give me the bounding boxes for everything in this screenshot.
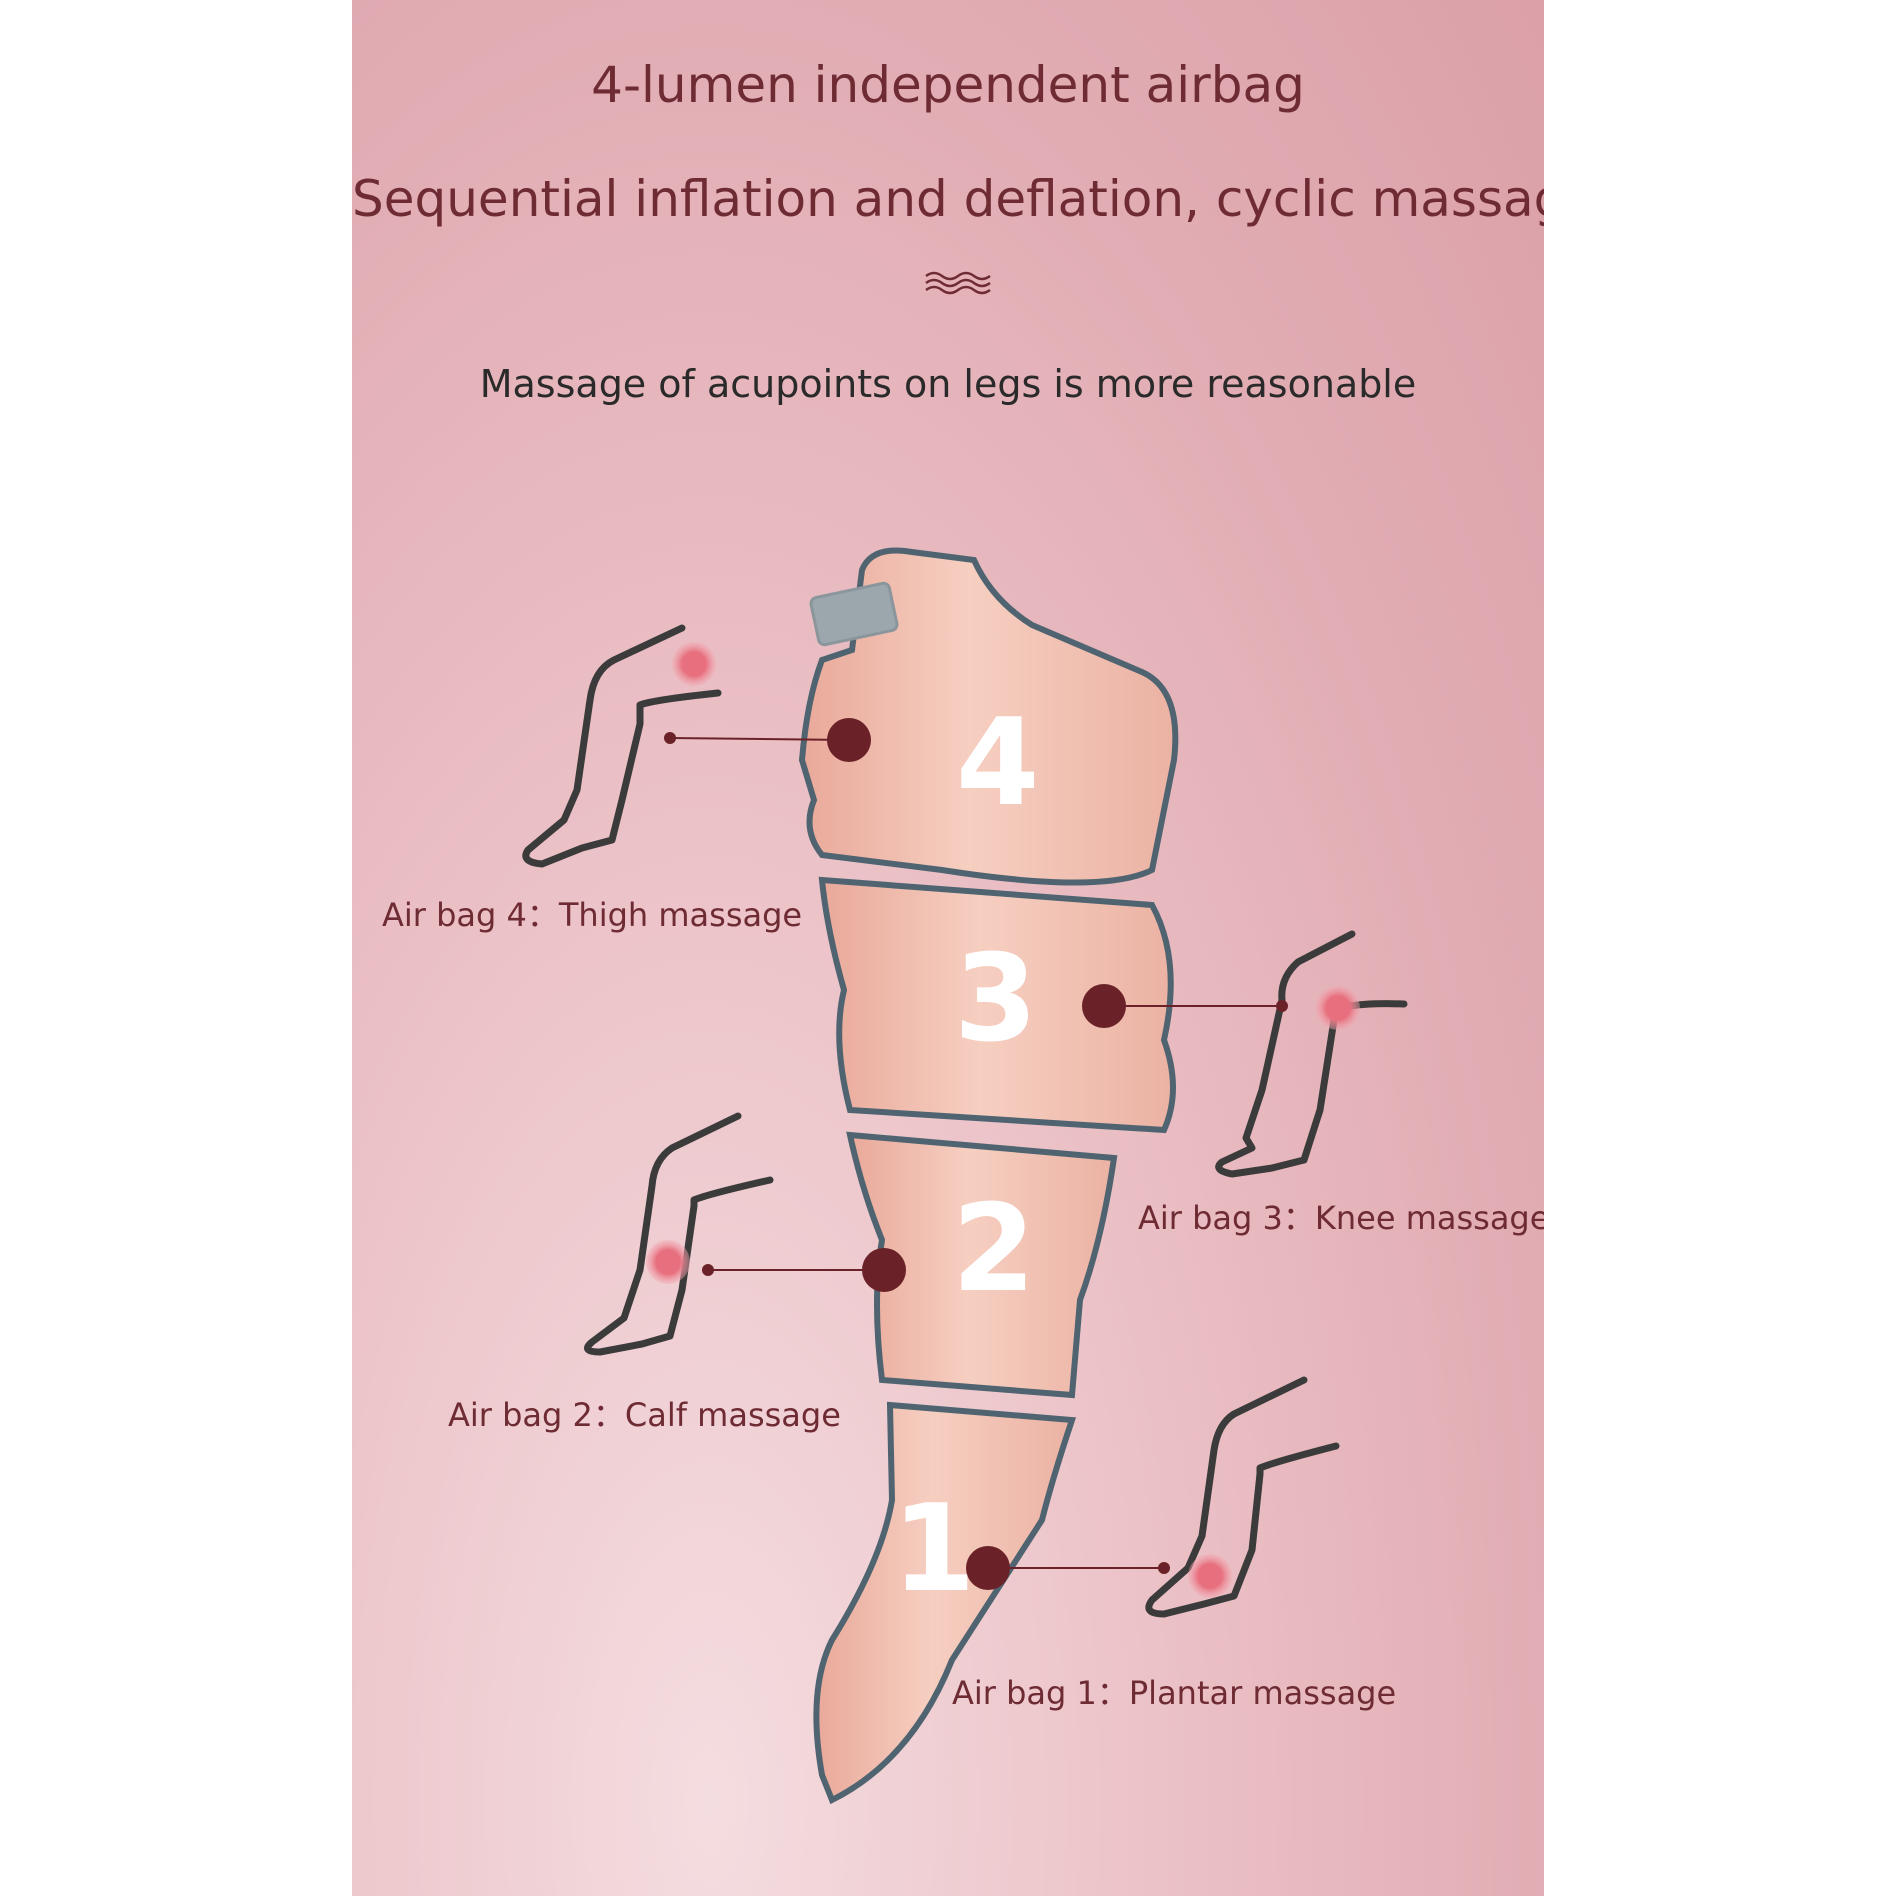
page-title: 4-lumen independent airbag	[591, 56, 1305, 114]
leg-icon-knee	[1215, 930, 1408, 1178]
airbag-label-2: Air bag 2：Calf massage	[448, 1396, 841, 1434]
airbag-segment-3: 3	[818, 876, 1176, 1134]
leg-icon-thigh	[522, 624, 722, 868]
leg-sleeve-illustration: 4 3 2 1	[522, 547, 1408, 1805]
marker-dot-4	[827, 718, 871, 762]
page-subtitle: Sequential inflation and deflation, cycl…	[352, 170, 1544, 228]
tagline: Massage of acupoints on legs is more rea…	[479, 362, 1417, 406]
highlight-dot-thigh	[672, 642, 716, 686]
airbag-number-1: 1	[892, 1480, 976, 1619]
wave-icon	[925, 271, 991, 295]
airbag-segment-4: 4	[798, 547, 1179, 886]
highlight-dot-calf	[646, 1240, 690, 1284]
airbag-label-1: Air bag 1：Plantar massage	[952, 1674, 1397, 1712]
product-panel: 4-lumen independent airbag Sequential in…	[352, 0, 1544, 1896]
airbag-number-2: 2	[952, 1180, 1036, 1319]
marker-dot-1	[966, 1546, 1010, 1590]
airbag-segment-2: 2	[846, 1131, 1118, 1399]
marker-dot-3	[1082, 984, 1126, 1028]
velcro-strap	[809, 581, 899, 647]
airbag-label-3: Air bag 3：Knee massage	[1138, 1199, 1544, 1237]
airbag-number-4: 4	[956, 694, 1040, 833]
highlight-dot-plantar	[1188, 1554, 1232, 1598]
airbag-segment-1: 1	[813, 1401, 1077, 1805]
leg-icon-calf	[584, 1112, 774, 1356]
airbag-label-4: Air bag 4：Thigh massage	[382, 896, 803, 934]
marker-dot-2	[862, 1248, 906, 1292]
leg-icon-plantar	[1145, 1376, 1340, 1618]
airbag-number-3: 3	[954, 930, 1038, 1069]
highlight-dot-knee	[1316, 986, 1360, 1030]
